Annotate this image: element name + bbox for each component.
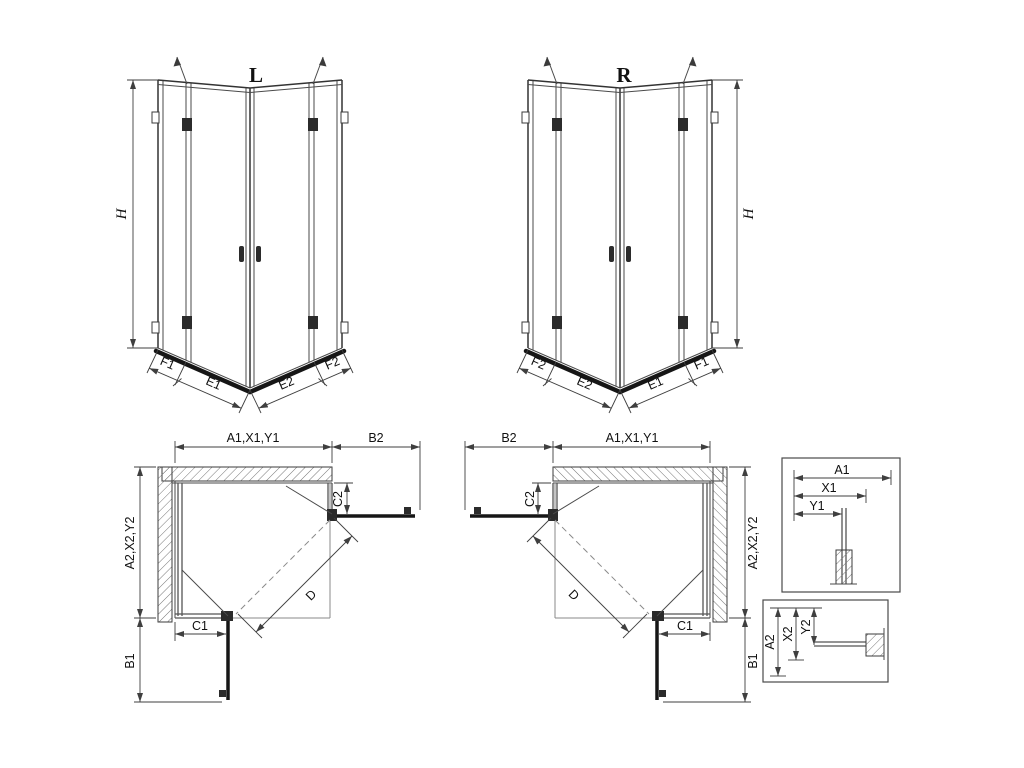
plan-view-left <box>134 441 420 702</box>
dim-label-x2-detail: X2 <box>781 626 795 641</box>
dim-label-b2-plan-right: B2 <box>501 431 516 445</box>
view-title-left: L <box>249 63 263 87</box>
dim-label-a1x1y1-plan-right: A1,X1,Y1 <box>606 431 659 445</box>
dim-label-f1-left: F1 <box>158 354 177 373</box>
dim-label-h-left: H <box>114 207 130 220</box>
dim-label-e1-right: E1 <box>646 374 666 393</box>
perspective-view-right <box>517 57 743 413</box>
dim-label-a2x2y2-plan-left: A2,X2,Y2 <box>123 517 137 570</box>
plan-view-right <box>465 441 751 702</box>
detail-profile-top <box>781 457 901 593</box>
dim-label-h-right: H <box>741 207 757 220</box>
dim-label-e2-right: E2 <box>575 374 595 393</box>
dim-label-y1-detail: Y1 <box>809 499 824 513</box>
dim-label-a2-detail: A2 <box>763 634 777 649</box>
view-title-right: R <box>616 63 632 87</box>
dim-label-c1-plan-right: C1 <box>677 619 693 633</box>
dim-label-y2-detail: Y2 <box>799 619 813 634</box>
dim-label-c2-plan-left: C2 <box>331 491 345 507</box>
dim-label-f2-right: F2 <box>529 354 548 373</box>
dim-label-x1-detail: X1 <box>821 481 836 495</box>
dim-label-b1-plan-right: B1 <box>746 653 760 668</box>
dim-label-e2-left: E2 <box>277 374 297 393</box>
dim-label-b2-plan-left: B2 <box>368 431 383 445</box>
dim-label-d-plan-left: D <box>303 587 319 603</box>
dim-label-c1-plan-left: C1 <box>192 619 208 633</box>
dim-label-a1x1y1-plan-left: A1,X1,Y1 <box>227 431 280 445</box>
detail-profile-bottom <box>762 599 889 683</box>
dim-label-e1-left: E1 <box>204 374 224 393</box>
dim-label-a1-detail: A1 <box>834 463 849 477</box>
dim-label-b1-plan-left: B1 <box>123 653 137 668</box>
dim-label-d-plan-right: D <box>566 587 582 603</box>
dim-label-a2x2y2-plan-right: A2,X2,Y2 <box>746 517 760 570</box>
dim-label-f2-left: F2 <box>323 354 342 373</box>
dim-label-f1-right: F1 <box>692 354 711 373</box>
dim-label-c2-plan-right: C2 <box>523 491 537 507</box>
